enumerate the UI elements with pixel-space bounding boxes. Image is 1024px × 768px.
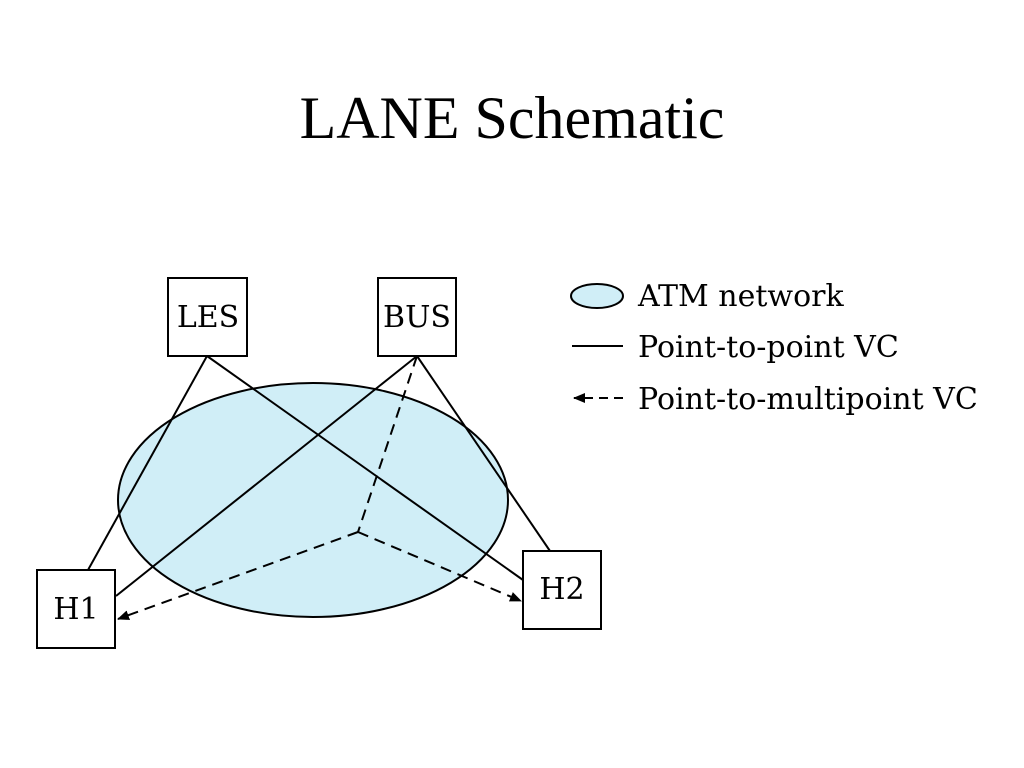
legend-network-swatch xyxy=(570,283,624,309)
mvc-bus-center xyxy=(357,355,418,533)
node-les-label: LES xyxy=(177,300,239,335)
slide-title: LANE Schematic xyxy=(299,85,725,151)
vc-bus-h2 xyxy=(416,355,551,552)
node-bus: BUS xyxy=(377,277,457,357)
mvc-center-h2 xyxy=(357,531,522,602)
node-h1-label: H1 xyxy=(53,592,98,627)
mvc-center-h1 xyxy=(117,531,359,620)
node-h2-label: H2 xyxy=(539,572,584,607)
legend-point-to-multipoint-label: Point-to-multipoint VC xyxy=(638,382,978,417)
legend: ATM network Point-to-point VC Point-to-m… xyxy=(570,279,978,417)
atm-network-cloud xyxy=(117,382,509,618)
legend-network-label: ATM network xyxy=(637,279,845,314)
legend-point-to-point-label: Point-to-point VC xyxy=(638,330,899,365)
node-les: LES xyxy=(167,277,248,357)
node-h1: H1 xyxy=(36,569,116,649)
node-h2: H2 xyxy=(522,550,602,630)
vc-les-h1 xyxy=(87,355,208,571)
vc-bus-h1 xyxy=(115,355,418,597)
vc-les-h2 xyxy=(206,355,524,581)
node-bus-label: BUS xyxy=(383,300,451,335)
